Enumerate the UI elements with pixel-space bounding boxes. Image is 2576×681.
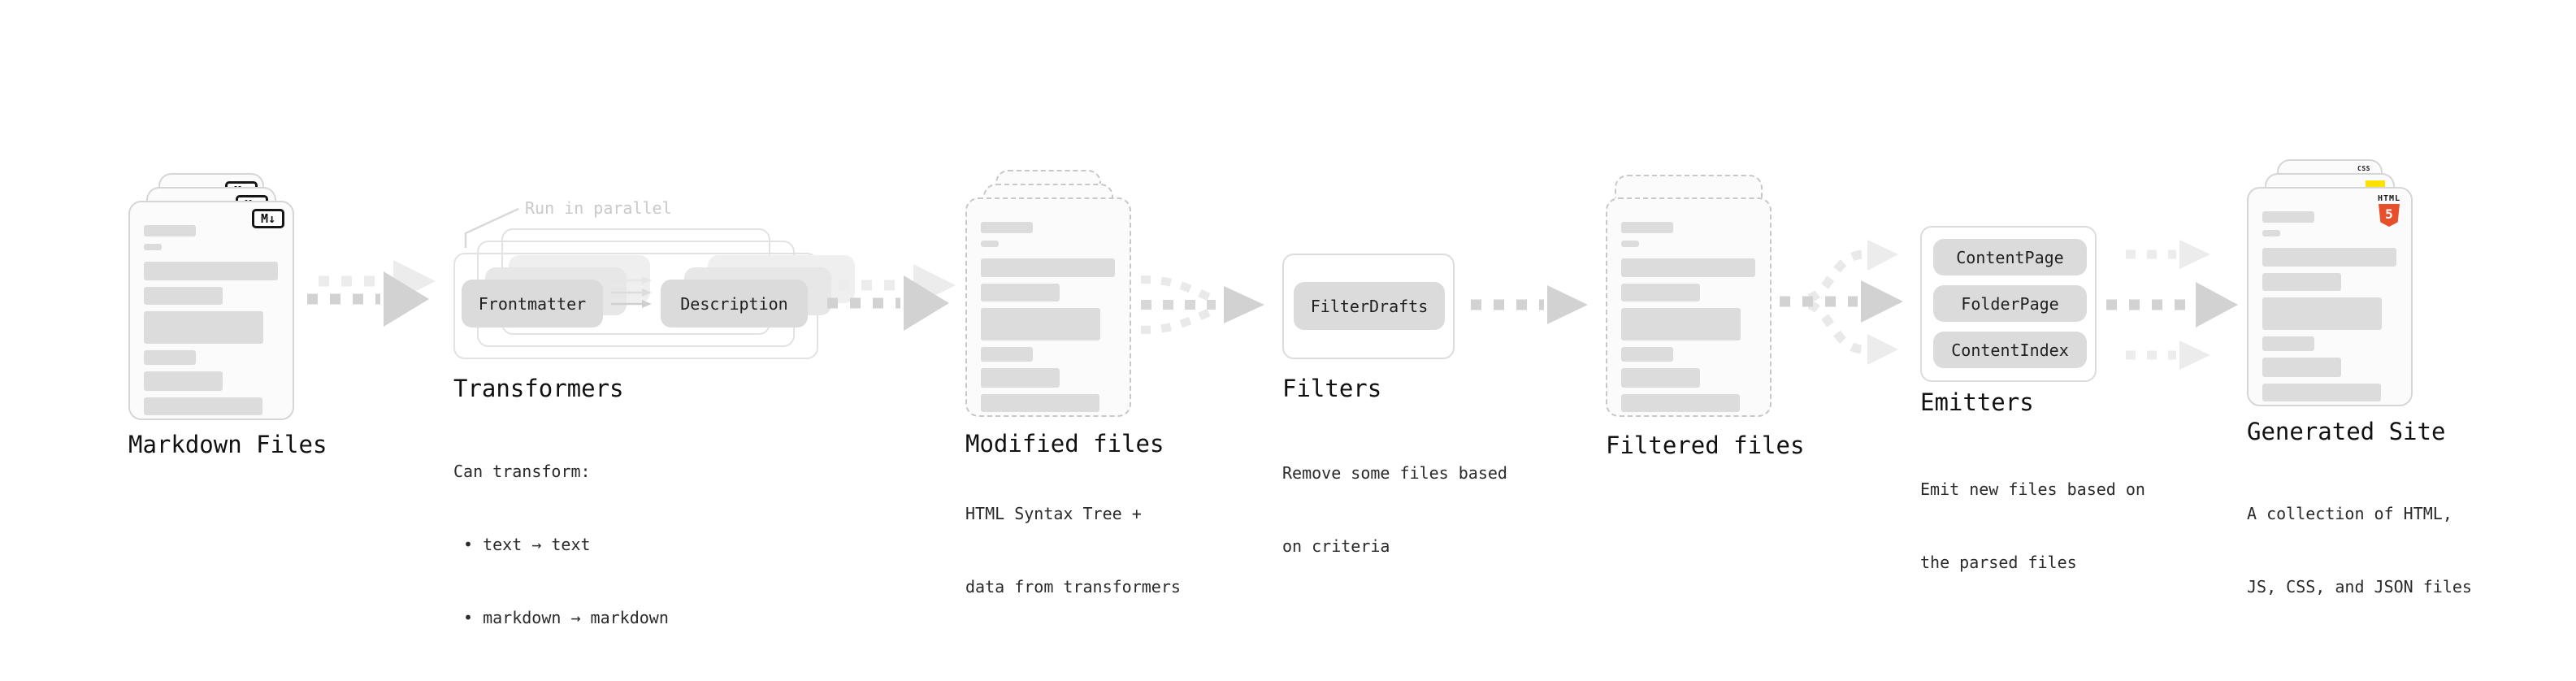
markdown-file-card-front: M↓ bbox=[128, 201, 294, 420]
flow-arrow-filters-to-filtered bbox=[1471, 285, 1588, 324]
transformers-label: Transformers bbox=[453, 375, 624, 402]
modified-files-label: Modified files bbox=[965, 430, 1164, 458]
chip-link-arrows bbox=[611, 276, 652, 308]
generated-file-card-html: HTML 5 bbox=[2247, 187, 2413, 406]
emitter-chip-contentindex: ContentIndex bbox=[1933, 332, 2087, 368]
emitters-description: Emit new files based on the parsed files bbox=[1920, 428, 2145, 623]
css-icon-text: CSS bbox=[2357, 165, 2370, 172]
html5-icon-shield: 5 bbox=[2379, 204, 2400, 227]
desc-line: HTML Syntax Tree + bbox=[965, 504, 1142, 523]
filtered-files-label: Filtered files bbox=[1606, 432, 1805, 459]
generated-site-label: Generated Site bbox=[2247, 418, 2446, 445]
document-placeholder-lines bbox=[2262, 211, 2396, 401]
markdown-files-stack: M↓ M↓ M↓ bbox=[128, 173, 294, 420]
emitter-chip-contentpage: ContentPage bbox=[1933, 239, 2087, 275]
desc-line: • text → text bbox=[463, 535, 591, 554]
desc-line: Can transform: bbox=[453, 462, 591, 481]
html5-icon-text: HTML bbox=[2377, 194, 2401, 203]
modified-files-stack bbox=[965, 170, 1131, 417]
emitter-chip-folderpage: FolderPage bbox=[1933, 285, 2087, 322]
filtered-file-card-front bbox=[1606, 197, 1772, 417]
desc-line: JS, CSS, and JSON files bbox=[2247, 577, 2472, 596]
modified-file-card-front bbox=[965, 197, 1131, 417]
desc-line: data from transformers bbox=[965, 577, 1181, 596]
filters-description: Remove some files based on criteria bbox=[1282, 412, 1507, 607]
filtered-files-stack bbox=[1606, 175, 1772, 417]
markdown-icon: M↓ bbox=[252, 209, 284, 228]
filters-label: Filters bbox=[1282, 375, 1382, 402]
flow-arrow-transformers-to-modified bbox=[827, 264, 956, 331]
desc-line: Emit new files based on bbox=[1920, 479, 2145, 499]
flow-arrows-emitters-to-generated bbox=[2106, 240, 2238, 370]
emitters-box: ContentPage FolderPage ContentIndex bbox=[1920, 226, 2097, 382]
desc-line: the parsed files bbox=[1920, 553, 2077, 572]
transformer-chip-frontmatter: Frontmatter bbox=[462, 280, 603, 327]
filters-box: FilterDrafts bbox=[1282, 254, 1455, 359]
run-in-parallel-annotation: Run in parallel bbox=[525, 198, 672, 218]
html5-icon: HTML 5 bbox=[2375, 194, 2403, 227]
transformers-group: Frontmatter Description bbox=[453, 228, 855, 359]
filter-chip-filterdrafts: FilterDrafts bbox=[1294, 282, 1445, 330]
desc-line: A collection of HTML, bbox=[2247, 504, 2452, 523]
flow-arrow-filtered-to-emitters bbox=[1780, 240, 1903, 365]
flow-arrow-modified-to-filters bbox=[1140, 275, 1264, 334]
modified-files-description: HTML Syntax Tree + data from transformer… bbox=[965, 453, 1181, 648]
markdown-files-label: Markdown Files bbox=[128, 431, 327, 458]
desc-line: Remove some files based bbox=[1282, 463, 1507, 483]
transformers-description: Can transform: • text → text • markdown … bbox=[453, 410, 669, 681]
document-placeholder-lines bbox=[1621, 222, 1755, 412]
flow-arrow-markdown-to-transformers bbox=[307, 260, 436, 327]
transformer-chip-description: Description bbox=[661, 280, 808, 327]
generated-site-stack: CSS HTML 5 bbox=[2247, 159, 2413, 408]
annotation-leader-line bbox=[464, 207, 519, 248]
desc-line: • markdown → markdown bbox=[463, 608, 669, 627]
document-placeholder-lines bbox=[981, 222, 1115, 412]
emitters-label: Emitters bbox=[1920, 388, 2034, 416]
generated-site-description: A collection of HTML, JS, CSS, and JSON … bbox=[2247, 453, 2472, 648]
document-placeholder-lines bbox=[144, 225, 278, 415]
desc-line: on criteria bbox=[1282, 536, 1390, 556]
